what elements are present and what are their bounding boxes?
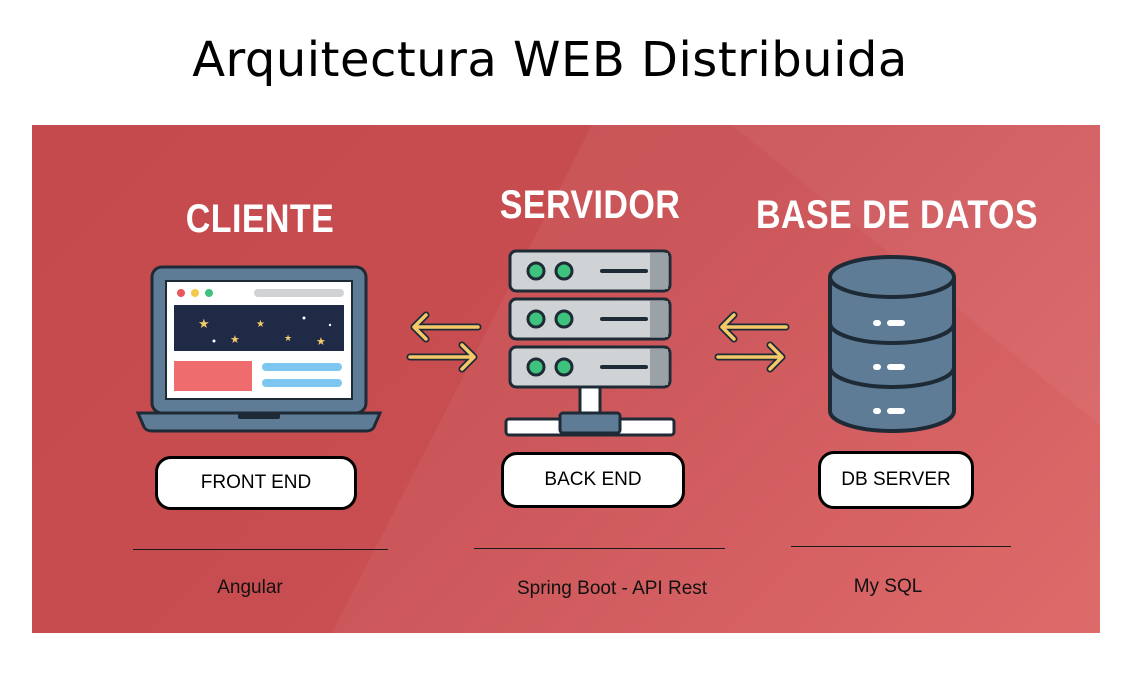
- heading-servidor: SERVIDOR: [499, 183, 681, 227]
- front-end-box: FRONT END: [155, 456, 357, 510]
- back-end-box: BACK END: [501, 452, 685, 508]
- divider-line: [791, 546, 1011, 547]
- server-rack-icon: [504, 249, 676, 437]
- svg-text:★: ★: [230, 333, 240, 346]
- svg-text:★: ★: [198, 317, 210, 332]
- bidirectional-arrows-icon: [714, 311, 790, 373]
- laptop-icon: ★ ★ ★ ★ ★: [135, 265, 383, 433]
- bidirectional-arrows-icon: [406, 311, 482, 373]
- svg-text:★: ★: [316, 335, 326, 348]
- svg-text:★: ★: [256, 319, 265, 330]
- divider-line: [133, 549, 388, 550]
- database-icon: [828, 255, 956, 433]
- architecture-panel: CLIENTE SERVIDOR BASE DE DATOS ★ ★ ★ ★ ★: [32, 125, 1100, 633]
- divider-line: [474, 548, 725, 549]
- technology-angular: Angular: [217, 577, 283, 598]
- heading-base-de-datos: BASE DE DATOS: [756, 193, 1038, 237]
- heading-cliente: CLIENTE: [185, 197, 335, 241]
- db-server-box: DB SERVER: [818, 451, 974, 509]
- technology-mysql: My SQL: [853, 576, 923, 597]
- svg-text:★: ★: [284, 334, 292, 344]
- technology-spring-boot: Spring Boot - API Rest: [516, 578, 708, 599]
- page-title: Arquitectura WEB Distribuida: [192, 32, 908, 88]
